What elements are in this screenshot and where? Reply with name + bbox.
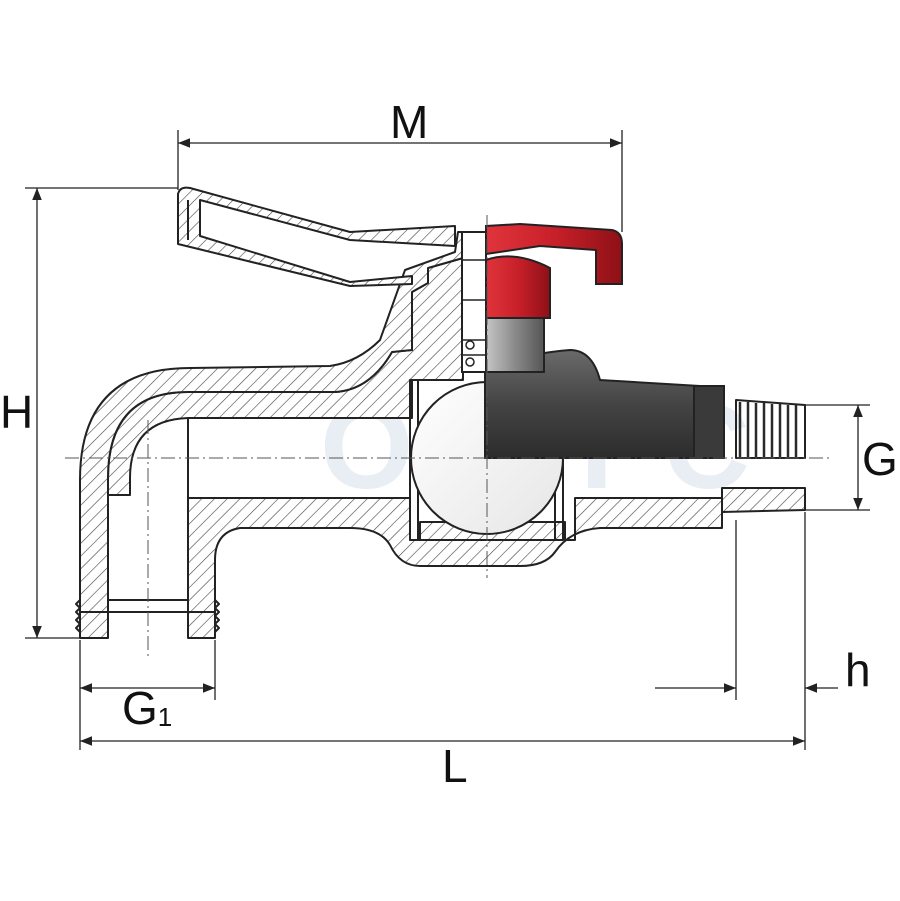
- dimension-g: G: [805, 404, 898, 511]
- red-handle-lever: [485, 222, 623, 285]
- dimension-g1: G1: [79, 640, 216, 750]
- dimension-h: H: [0, 187, 178, 639]
- dimension-label-l: L: [442, 740, 468, 792]
- union-nut: [693, 385, 725, 459]
- red-handle: [485, 255, 551, 319]
- handle-section: [177, 186, 456, 287]
- dimension-m: M: [177, 96, 623, 232]
- valve-stem: [461, 231, 545, 373]
- dimension-h-small: h: [655, 512, 871, 750]
- dimension-label-g: G: [862, 433, 898, 485]
- dimension-l: L: [80, 736, 805, 792]
- dimension-label-g1: G1: [122, 682, 172, 734]
- dimension-label-h-small: h: [845, 644, 871, 696]
- dimension-label-m: M: [390, 96, 428, 148]
- dimension-label-h: H: [0, 386, 33, 438]
